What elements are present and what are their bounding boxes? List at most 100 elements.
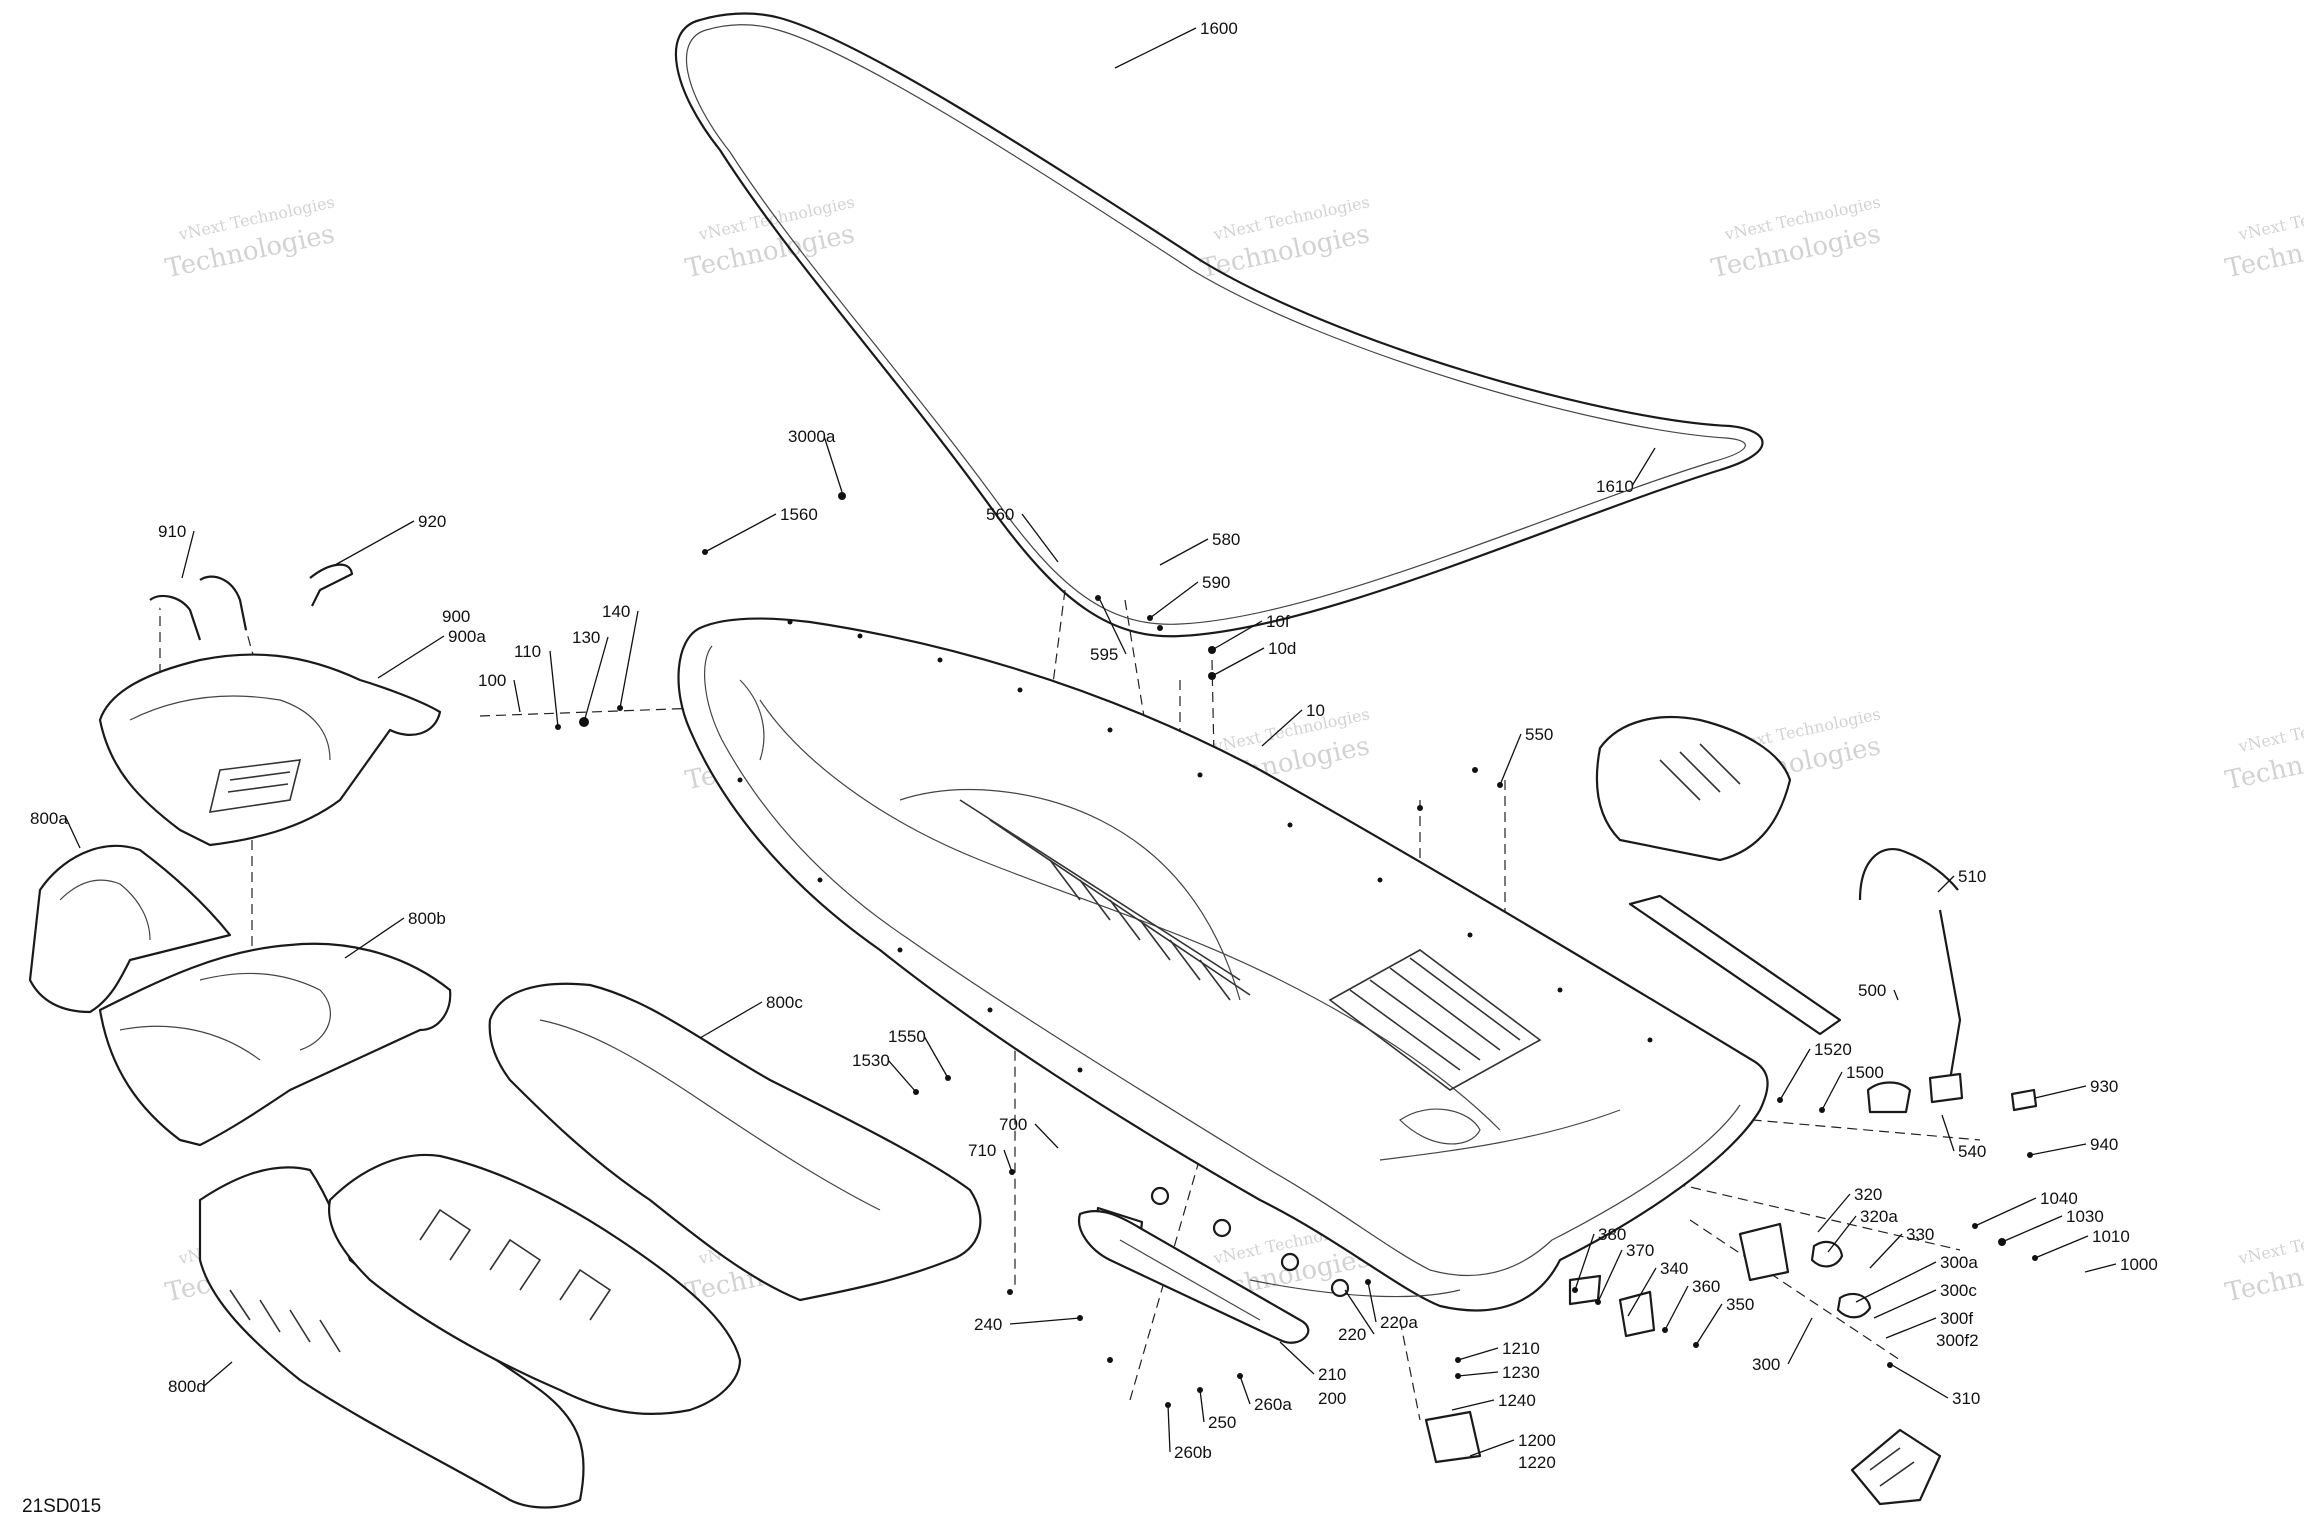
- leader-line: [1891, 1364, 1949, 1399]
- callout-560: 560: [986, 505, 1059, 563]
- callout-550: 550: [1499, 725, 1553, 786]
- callout-label: 1530: [852, 1051, 890, 1070]
- callout-1550: 1550: [888, 1027, 949, 1079]
- callout-370: 370: [1597, 1241, 1654, 1303]
- callout-1610: 1610: [1596, 447, 1656, 496]
- leader-line: [1211, 647, 1265, 677]
- callout-300f2: 300f2: [1936, 1331, 1979, 1350]
- callout-920: 920: [334, 512, 446, 566]
- callout-300f: 300f: [1885, 1309, 1973, 1339]
- watermark-text: vNext Technologies: [2236, 1216, 2304, 1268]
- leader-line: [1239, 1375, 1251, 1405]
- callout-350: 350: [1695, 1295, 1754, 1346]
- leader-line: [1827, 1215, 1857, 1253]
- callout-1010: 1010: [2034, 1227, 2130, 1259]
- leader-line: [1199, 1389, 1205, 1423]
- callout-label: 1000: [2120, 1255, 2158, 1274]
- callout-340: 340: [1627, 1259, 1688, 1317]
- callout-label: 920: [418, 512, 446, 531]
- callout-label: 560: [986, 505, 1014, 524]
- callout-220a: 220a: [1367, 1281, 1418, 1332]
- callout-label: 900: [442, 607, 470, 626]
- callout-380: 380: [1574, 1225, 1626, 1291]
- callout-label: 940: [2090, 1135, 2118, 1154]
- callout-label: 260b: [1174, 1443, 1212, 1462]
- leader-line: [1211, 620, 1263, 651]
- callout-label: 1560: [780, 505, 818, 524]
- callout-label: 550: [1525, 725, 1553, 744]
- callout-1040: 1040: [1974, 1189, 2078, 1227]
- leader-line: [1279, 1341, 1315, 1375]
- callout-3000a: 3000a: [788, 427, 843, 493]
- callout-label: 320: [1854, 1185, 1882, 1204]
- leader-line: [1457, 1371, 1499, 1377]
- leader-line: [377, 635, 445, 679]
- callout-label: 220: [1338, 1325, 1366, 1344]
- callout-210: 210: [1279, 1341, 1346, 1384]
- leader-line: [334, 520, 415, 566]
- callout-label: 1240: [1498, 1391, 1536, 1410]
- leader-line: [1787, 1317, 1813, 1365]
- leader-line: [2001, 1215, 2063, 1243]
- leader-line: [513, 679, 521, 713]
- callout-label: 1220: [1518, 1453, 1556, 1472]
- callout-110: 110: [514, 642, 559, 728]
- hull-body: [677, 617, 1769, 1312]
- front-storage-bin: [98, 563, 442, 847]
- callout-label: 240: [974, 1315, 1002, 1334]
- callout-label: 200: [1318, 1389, 1346, 1408]
- callout-label: 310: [1952, 1389, 1980, 1408]
- callout-1600: 1600: [1114, 19, 1238, 69]
- leader-line: [1457, 1347, 1499, 1361]
- callout-label: 1610: [1596, 477, 1634, 496]
- leader-line: [1159, 538, 1209, 566]
- leader-line: [344, 917, 405, 959]
- leader-line: [1885, 1317, 1937, 1339]
- leader-line: [1664, 1285, 1689, 1331]
- callout-200: 200: [1318, 1389, 1346, 1408]
- callout-130: 130: [572, 628, 609, 723]
- leader-line: [549, 650, 559, 728]
- leader-line: [1695, 1303, 1723, 1346]
- callout-540: 540: [1941, 1114, 1986, 1161]
- callout-1240: 1240: [1451, 1391, 1536, 1411]
- callout-label: 910: [158, 522, 186, 541]
- callout-label: 1200: [1518, 1431, 1556, 1450]
- callout-label: 300a: [1940, 1253, 1978, 1272]
- leader-line: [181, 530, 195, 579]
- callout-330: 330: [1869, 1225, 1934, 1269]
- leader-line: [923, 1035, 949, 1079]
- callout-label: 10d: [1268, 639, 1296, 658]
- leader-line: [1167, 1404, 1171, 1453]
- callout-10: 10: [1261, 701, 1325, 747]
- callout-1520: 1520: [1779, 1040, 1852, 1101]
- right-components: [1094, 716, 2038, 1506]
- side-panel-800a: [28, 844, 232, 1014]
- foam-block: [327, 1153, 742, 1416]
- callout-140: 140: [602, 602, 639, 709]
- callout-label: 10: [1306, 701, 1325, 720]
- leader-line: [1034, 1123, 1059, 1149]
- leader-line: [1974, 1197, 2037, 1227]
- callout-label: 595: [1090, 645, 1118, 664]
- callout-label: 1520: [1814, 1040, 1852, 1059]
- callout-250: 250: [1199, 1389, 1236, 1432]
- leader-line: [1597, 1249, 1623, 1303]
- callout-label: 380: [1598, 1225, 1626, 1244]
- callout-240: 240: [974, 1315, 1081, 1334]
- callout-1500: 1500: [1821, 1063, 1884, 1111]
- callout-510: 510: [1937, 867, 1986, 893]
- callout-label: 700: [999, 1115, 1027, 1134]
- leader-line: [1367, 1281, 1377, 1323]
- callout-1530: 1530: [852, 1051, 917, 1093]
- callout-10f: 10f: [1211, 612, 1290, 651]
- callout-label: 360: [1692, 1277, 1720, 1296]
- callout-220: 220: [1338, 1289, 1375, 1344]
- callout-label: 320a: [1860, 1207, 1898, 1226]
- callout-320: 320: [1817, 1185, 1882, 1233]
- leader-line: [1009, 1317, 1081, 1325]
- callout-label: 710: [968, 1141, 996, 1160]
- callout-590: 590: [1149, 573, 1230, 619]
- callout-1210: 1210: [1457, 1339, 1540, 1361]
